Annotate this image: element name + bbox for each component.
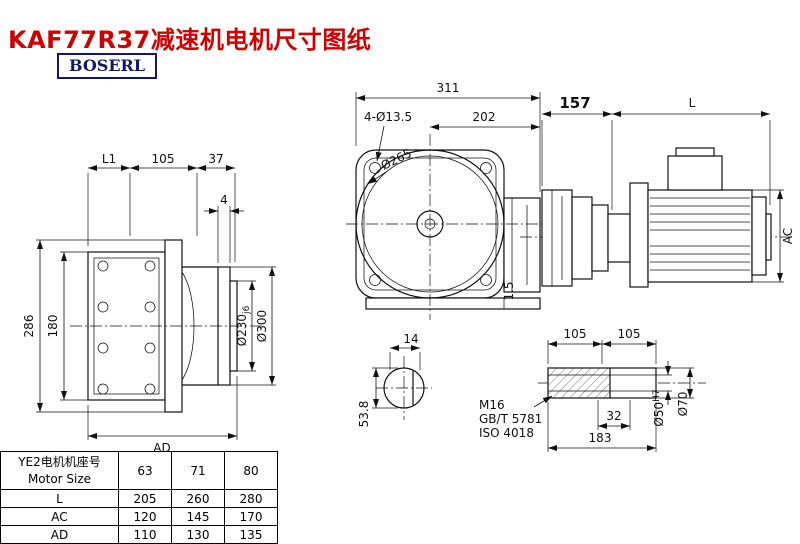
motor-size-table: YE2电机机座号 Motor Size 63 71 80 L 205 260 2…	[0, 451, 278, 544]
thread-spec: M16	[479, 398, 505, 412]
dim-37: 37	[208, 152, 223, 166]
dim-105-b: 105	[618, 327, 641, 341]
dim-14: 14	[403, 332, 418, 346]
table-header-row: YE2电机机座号 Motor Size 63 71 80	[0, 451, 278, 490]
value-ad-71: 130	[171, 525, 225, 544]
dia50-tolerance: H7	[652, 389, 662, 402]
terminal-box-lid	[675, 147, 715, 157]
shaft-detail-view: 105 105 M16 GB/T 5781 ISO 4018 32 183 Ø5…	[479, 327, 706, 452]
motor-view: 157 L AC	[520, 94, 795, 288]
shaft-thread-hatch	[548, 368, 610, 398]
dim-1-5: 1.5	[502, 281, 516, 300]
dim-286: 286	[22, 315, 36, 338]
dim-157: 157	[559, 94, 590, 112]
dia50-value: Ø50	[652, 402, 666, 427]
dim-105: 105	[152, 152, 175, 166]
base-foot	[365, 297, 541, 310]
dim-4: 4	[220, 193, 228, 207]
value-ac-80: 170	[224, 507, 278, 526]
bolt-holes	[97, 260, 156, 395]
brand-logo: BOSERL	[57, 53, 158, 79]
input-housing	[503, 197, 541, 293]
dim-53-8: 53.8	[357, 401, 371, 428]
dim-32: 32	[606, 409, 621, 423]
dim-105-a: 105	[564, 327, 587, 341]
dia230-value: Ø230	[235, 314, 249, 346]
motor-fins	[650, 197, 750, 271]
row-label-ad: AD	[0, 525, 119, 544]
table-col-63: 63	[118, 451, 172, 490]
shaft-bore-lines	[548, 374, 656, 392]
dim-311: 311	[437, 81, 460, 95]
table-col-80: 80	[224, 451, 278, 490]
dia230-tolerance: j6	[242, 305, 252, 315]
dim-dia70: Ø70	[676, 392, 690, 417]
value-l-80: 280	[224, 489, 278, 508]
page-title: KAF77R37减速机电机尺寸图纸	[8, 26, 372, 55]
table-row-ad: AD 110 130 135	[0, 525, 278, 544]
value-l-71: 260	[171, 489, 225, 508]
motor-body	[647, 189, 753, 283]
motor-flange	[629, 182, 649, 288]
dim-holes: 4-Ø13.5	[364, 110, 412, 124]
front-view: 311 202 4-Ø13.5 Ø265 1.5	[346, 81, 560, 320]
table-header-motor-size: YE2电机机座号 Motor Size	[0, 451, 119, 490]
table-header-cn: YE2电机机座号	[18, 454, 101, 469]
value-l-63: 205	[118, 489, 172, 508]
table-row-l: L 205 260 280	[0, 489, 278, 508]
row-label-l: L	[0, 489, 119, 508]
value-ad-80: 135	[224, 525, 278, 544]
dim-202: 202	[473, 110, 496, 124]
standard-gb: GB/T 5781	[479, 412, 542, 426]
dim-180: 180	[46, 315, 60, 338]
dim-l1: L1	[102, 152, 116, 166]
bell-outline	[182, 266, 218, 386]
terminal-box	[667, 155, 723, 191]
value-ac-63: 120	[118, 507, 172, 526]
dim-ac: AC	[781, 228, 795, 244]
shaft-bore-circle	[383, 367, 425, 409]
coupling-ring-2	[591, 204, 609, 272]
table-row-ac: AC 120 145 170	[0, 507, 278, 526]
dim-dia50: Ø50H7	[652, 389, 666, 426]
fan-cover	[751, 196, 767, 276]
value-ac-71: 145	[171, 507, 225, 526]
shaft-end-view: 14 53.8	[357, 332, 432, 427]
value-ad-63: 110	[118, 525, 172, 544]
dim-183: 183	[589, 431, 612, 445]
dim-dia230: Ø230j6	[235, 305, 252, 346]
adapter-housing	[541, 189, 573, 287]
corner-bolt-holes	[369, 162, 492, 286]
coupling-ring-3	[607, 213, 631, 263]
standard-iso: ISO 4018	[479, 426, 534, 440]
side-view: L1 105 37 4 286 180 Ø230j6 Ø300 AD	[22, 152, 276, 455]
fan-cover-end	[765, 213, 772, 261]
coupling-ring-1	[571, 196, 593, 280]
table-col-71: 71	[171, 451, 225, 490]
table-header-en: Motor Size	[27, 471, 92, 486]
row-label-ac: AC	[0, 507, 119, 526]
dim-dia300: Ø300	[255, 310, 269, 342]
dim-l: L	[689, 96, 696, 110]
